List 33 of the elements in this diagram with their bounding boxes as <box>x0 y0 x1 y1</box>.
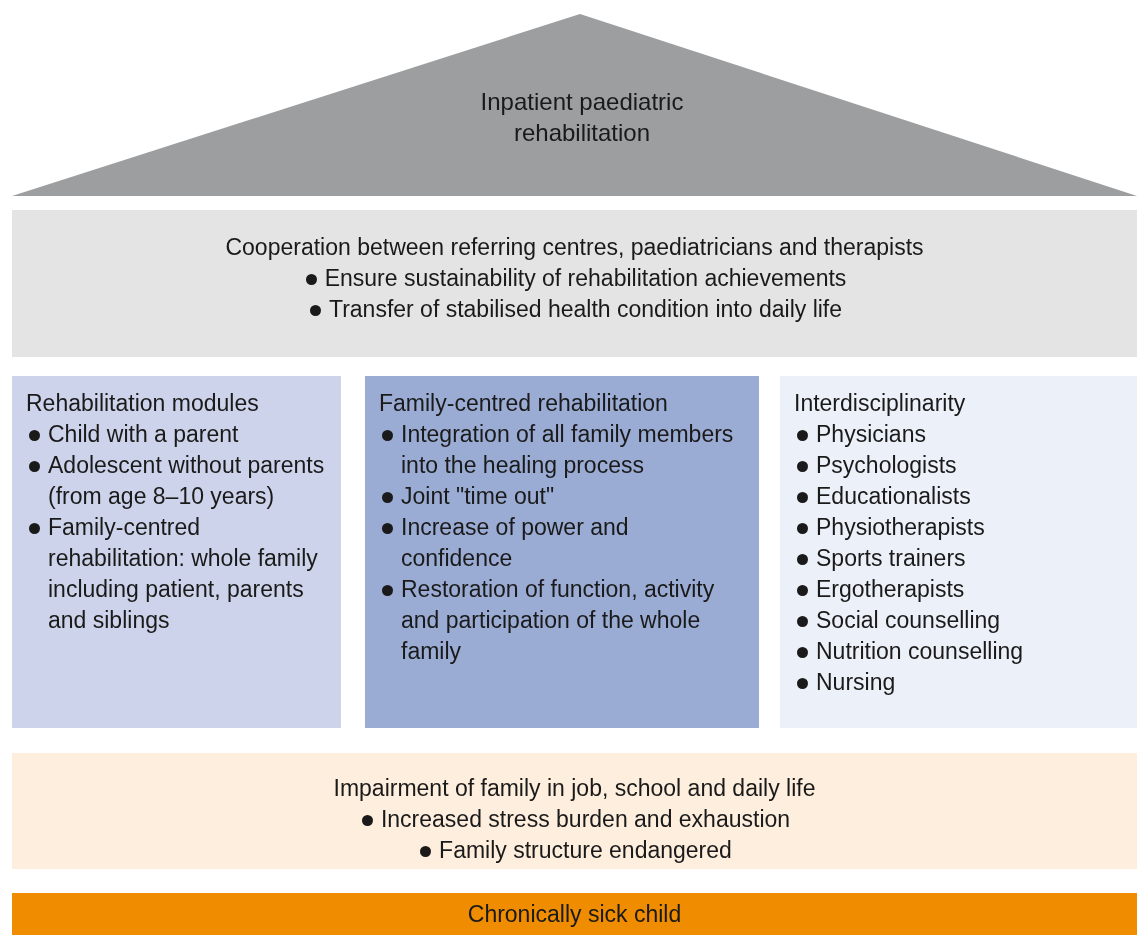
panel-heading: Rehabilitation modules <box>26 389 260 418</box>
roof-title: Inpatient paediatric rehabilitation <box>479 87 685 148</box>
panel-heading: Cooperation between referring centres, paediatricians and therapists <box>224 233 925 262</box>
bullet-text: Family structure endangered <box>439 837 732 863</box>
bullet-text: Nursing <box>816 669 896 695</box>
foundation-bar <box>12 893 1137 935</box>
bullet-text: Integration of all family members into the healing process <box>401 421 734 478</box>
bullet-text: Ensure sustainability of rehabilitation achievements <box>324 265 847 291</box>
bullet-text: Adolescent without parents (from age 8–10 years) <box>48 452 325 509</box>
bullet-text: Transfer of stabilised health condition into daily life <box>328 296 843 322</box>
modules-panel <box>12 376 341 728</box>
bullet-text: Physicians <box>816 421 926 447</box>
cooperation-panel <box>12 210 1137 357</box>
bullet-text: Physiotherapists <box>816 514 985 540</box>
bullet-text: Child with a parent <box>48 421 239 447</box>
bullet-text: Social counselling <box>816 607 1001 633</box>
bullet-text: Joint "time out" <box>401 483 555 509</box>
bullet-text: Ergotherapists <box>816 576 965 602</box>
bullet-text: Increased stress burden and exhaustion <box>380 806 791 832</box>
bullet-text: Sports trainers <box>816 545 966 571</box>
disciplines-panel <box>780 376 1137 728</box>
panel-heading: Interdisciplinarity <box>794 389 967 418</box>
foundation-label: Chronically sick child <box>467 899 682 929</box>
panel-heading: Family-centred rehabilitation <box>379 389 669 418</box>
panel-heading: Impairment of family in job, school and daily life <box>332 774 817 803</box>
family-panel <box>365 376 759 728</box>
bullet-text: Restoration of function, activity and participation of the whole family <box>401 576 715 664</box>
impairment-panel <box>12 753 1137 869</box>
bullet-text: Family-centred rehabilitation: whole family including patient, parents and siblings <box>48 514 318 633</box>
bullet-text: Psychologists <box>816 452 957 478</box>
bullet-text: Educationalists <box>816 483 971 509</box>
bullet-text: Nutrition counselling <box>816 638 1024 664</box>
bullet-text: Increase of power and confidence <box>401 514 629 571</box>
